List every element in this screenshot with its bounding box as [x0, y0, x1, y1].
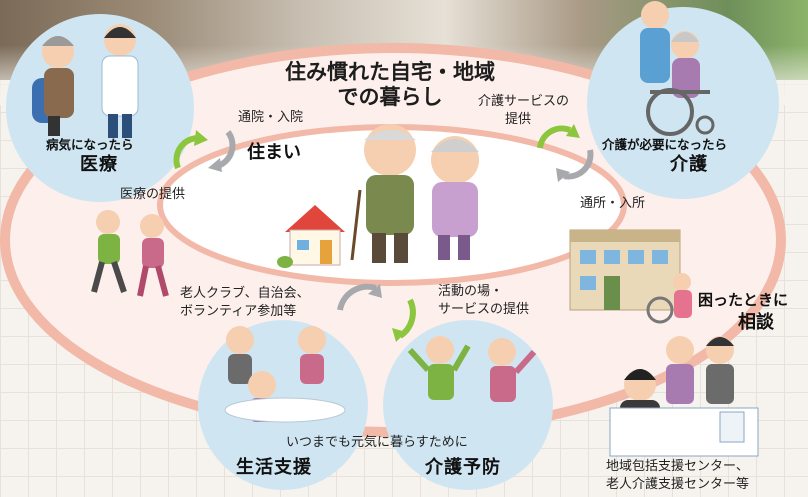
elderly-couple-illustration: [350, 124, 479, 263]
exercise-illustration: [407, 336, 537, 402]
healthy-life-label: いつまでも元気に暮らすために: [286, 435, 468, 450]
support-center-line2: 老人介護支援センター等: [606, 477, 750, 492]
care-label: 介護: [670, 154, 708, 175]
home-label: 住まい: [247, 142, 301, 163]
consult-line2: 相談: [738, 312, 774, 333]
walking-couple-illustration: [91, 210, 169, 297]
activity-line2: サービスの提供: [438, 302, 530, 317]
house-illustration: [277, 205, 345, 268]
caregiver-wheelchair-illustration: [640, 1, 715, 136]
center-title-line2: での暮らし: [337, 85, 443, 109]
hospital-visit-label: 通院・入院: [238, 110, 304, 125]
activity-line1: 活動の場・: [438, 284, 504, 299]
clubs-line1: 老人クラブ、自治会、: [180, 286, 310, 301]
center-title-line1: 住み慣れた自宅・地域: [285, 60, 495, 84]
medical-caption: 病気になったら: [46, 137, 134, 152]
medical-provision-label: 医療の提供: [120, 187, 186, 202]
care-cycle-arrows: [537, 124, 594, 182]
care-service-line1: 介護サービスの: [478, 94, 570, 109]
clubs-line2: ボランティア参加等: [180, 304, 297, 319]
community-cycle-arrows: [337, 283, 416, 342]
medical-label: 医療: [80, 154, 118, 175]
consultation-illustration: [609, 336, 759, 457]
living-support-label: 生活支援: [236, 457, 312, 478]
care-prevention-label: 介護予防: [425, 457, 501, 478]
support-center-line1: 地域包括支援センター、: [606, 459, 749, 474]
care-service-line2: 提供: [505, 112, 532, 127]
tea-party-illustration: [224, 326, 346, 423]
consult-line1: 困ったときに: [698, 291, 789, 309]
care-caption: 介護が必要になったら: [602, 137, 728, 152]
doctor-patient-illustration: [32, 24, 139, 138]
medical-cycle-arrows: [173, 130, 236, 172]
care-facility-illustration: [569, 229, 692, 324]
facility-use-label: 通所・入所: [580, 196, 646, 211]
care-bubble: [587, 7, 779, 199]
